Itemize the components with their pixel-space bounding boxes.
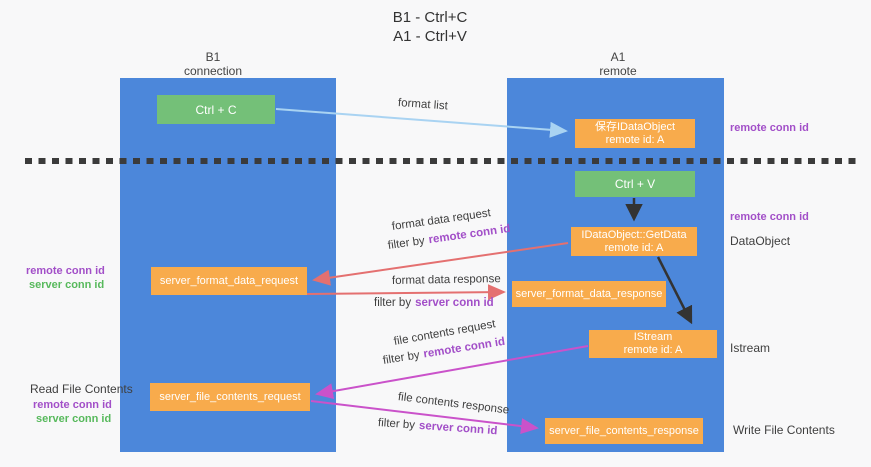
lifeline-header-b1: B1 connection	[153, 50, 273, 78]
node-ctrl-c-label: Ctrl + C	[195, 102, 237, 117]
filter-by-text: filter by	[374, 297, 412, 309]
node-save-idataobject: 保存IDataObject remote id: A	[575, 119, 695, 148]
node-server-file-contents-request-label: server_file_contents_request	[159, 390, 301, 403]
annotation-left-remote-conn-id-1: remote conn id	[26, 265, 105, 277]
server-conn-id-text: server conn id	[418, 419, 498, 438]
node-ctrl-v-label: Ctrl + V	[614, 177, 656, 191]
node-ctrl-v: Ctrl + V	[575, 171, 695, 197]
node-server-format-data-request-label: server_format_data_request	[159, 274, 299, 287]
edge-label-format-list: format list	[398, 97, 449, 112]
annotation-left-remote-conn-id-2: remote conn id	[33, 399, 112, 411]
diagram-title: B1 - Ctrl+C A1 - Ctrl+V	[330, 8, 530, 46]
title-line-2: A1 - Ctrl+V	[393, 28, 467, 45]
arrow-format-data-response	[306, 284, 506, 301]
filter-by-text: filter by	[387, 234, 426, 252]
node-istream: IStream remote id: A	[589, 330, 717, 358]
node-getdata-line2: remote id: A	[604, 241, 664, 254]
remote-conn-id-text: remote conn id	[427, 222, 512, 247]
format-list-text: format list	[397, 97, 449, 113]
node-server-format-data-response-label: server_format_data_response	[515, 287, 663, 300]
node-server-file-contents-response: server_file_contents_response	[545, 418, 703, 444]
lifeline-b1-name: B1	[205, 50, 221, 64]
title-line-1: B1 - Ctrl+C	[392, 9, 468, 26]
node-getdata-line1: IDataObject::GetData	[581, 228, 687, 241]
edge-label-filter-server-2: filter by server conn id	[378, 417, 498, 437]
node-server-file-contents-response-label: server_file_contents_response	[549, 424, 699, 437]
annotation-read-file-contents: Read File Contents	[30, 382, 133, 396]
annotation-remote-conn-id-top: remote conn id	[730, 122, 809, 134]
filter-by-text: filter by	[382, 349, 421, 367]
server-conn-id-text: server conn id	[415, 297, 494, 309]
annotation-left-server-conn-id-2: server conn id	[36, 413, 112, 425]
filter-by-text: filter by	[377, 417, 416, 432]
lifeline-header-a1: A1 remote	[558, 50, 678, 78]
annotation-istream: Istream	[730, 341, 771, 355]
annotation-write-file-contents: Write File Contents	[733, 423, 835, 437]
edge-label-filter-server-1: filter by server conn id	[374, 297, 494, 309]
node-ctrl-c: Ctrl + C	[157, 95, 275, 124]
node-idataobject-getdata: IDataObject::GetData remote id: A	[571, 227, 697, 256]
node-server-format-data-request: server_format_data_request	[151, 267, 307, 295]
node-istream-line2: remote id: A	[623, 344, 683, 356]
node-server-file-contents-request: server_file_contents_request	[150, 383, 310, 411]
lifeline-b1-subtitle: connection	[183, 64, 243, 78]
edge-label-format-data-response: format data response	[392, 273, 501, 287]
lifeline-a1-subtitle: remote	[599, 64, 637, 78]
node-server-format-data-response: server_format_data_response	[512, 281, 666, 307]
annotation-remote-conn-id-mid: remote conn id	[730, 211, 809, 223]
annotation-dataobject: DataObject	[730, 234, 791, 248]
node-save-idataobject-line1: 保存IDataObject	[594, 120, 676, 133]
edge-label-file-contents-response: file contents response	[397, 391, 510, 417]
node-istream-line1: IStream	[633, 331, 673, 343]
node-save-idataobject-line2: remote id: A	[605, 133, 665, 146]
lifeline-a1-name: A1	[610, 50, 626, 64]
file-contents-response-text: file contents response	[397, 391, 510, 417]
annotation-left-server-conn-id-1: server conn id	[29, 279, 105, 291]
format-data-response-text: format data response	[391, 273, 501, 287]
